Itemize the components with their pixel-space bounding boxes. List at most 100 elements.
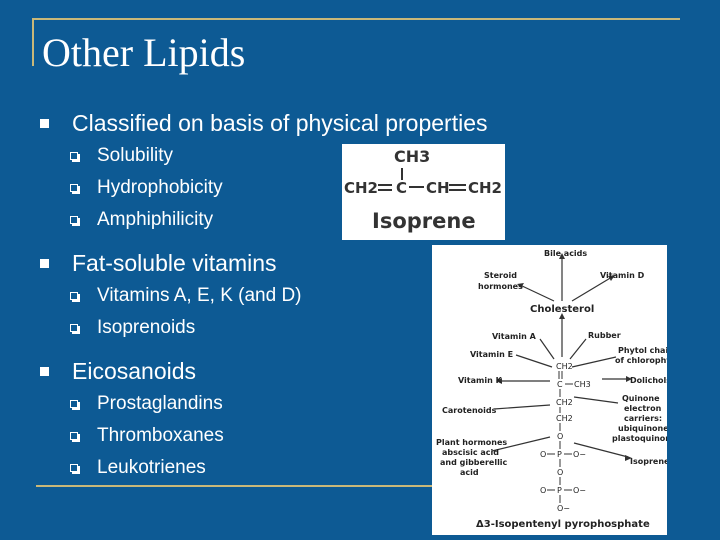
arrowhead-icon <box>559 253 565 259</box>
arrow-steroid-hormones <box>519 284 555 302</box>
chain-c: C <box>557 380 563 389</box>
sub-bullet-amphiphilicity: Amphiphilicity <box>40 204 600 236</box>
label-vitamin-e: Vitamin E <box>470 350 513 359</box>
sub-bullet-leukotrienes: Leukotrienes <box>40 452 600 484</box>
arrowhead-icon <box>559 313 565 319</box>
arrowhead-icon <box>608 275 615 281</box>
ch-label: CH <box>426 179 450 197</box>
arrow-isoprene <box>573 442 629 458</box>
isoprene-structure-svg: CH3 CH2 C CH CH2 Isoprene <box>344 147 502 233</box>
isoprenoid-pathway-diagram: Bile acids Steroid hormones Vitamin D Ch… <box>432 245 677 535</box>
chain-o-left-2: O <box>540 486 546 495</box>
chain-p-1: P <box>557 450 562 459</box>
label-vitamin-a: Vitamin A <box>492 332 537 341</box>
chain-o-minus-1: O− <box>573 450 586 459</box>
bullet-fat-soluble-vitamins: Fat-soluble vitamins <box>40 248 600 278</box>
box-bullet-icon <box>70 152 78 160</box>
sub-bullet-text: Solubility <box>97 145 174 166</box>
label-phytol-1: Phytol chain <box>618 346 667 355</box>
arrow-heads <box>496 253 632 461</box>
sub-bullet-solubility: Solubility <box>40 140 600 172</box>
bullet-list: Classified on basis of physical properti… <box>40 108 600 484</box>
arrow-carotenoids <box>493 404 551 410</box>
sub-bullet-text: Hydrophobicity <box>97 177 223 198</box>
sub-bullet-text: Prostaglandins <box>97 393 223 414</box>
arrow-quinone <box>573 396 619 404</box>
arrow-plant-hormones <box>491 436 551 452</box>
label-carotenoids: Carotenoids <box>442 406 497 415</box>
pathway-svg: Bile acids Steroid hormones Vitamin D Ch… <box>436 249 677 530</box>
arrow-vitamin-d <box>571 276 613 302</box>
sub-bullet-isoprenoids: Isoprenoids <box>40 312 600 344</box>
box-bullet-icon <box>70 464 78 472</box>
ch3-label: CH3 <box>394 147 430 166</box>
box-bullet-icon <box>70 432 78 440</box>
chain-p-2: P <box>557 486 562 495</box>
arrow-vitamin-e <box>515 354 553 368</box>
arrows <box>491 257 629 458</box>
bullet-text: Eicosanoids <box>72 358 197 384</box>
label-quinone-4: ubiquinone, <box>618 424 667 433</box>
arrow-vitamin-a <box>539 338 555 360</box>
label-quinone-2: electron <box>624 404 662 413</box>
sub-bullet-hydrophobicity: Hydrophobicity <box>40 172 600 204</box>
chain-ch2-top: CH2 <box>556 362 573 371</box>
box-bullet-icon <box>70 292 78 300</box>
sub-bullet-prostaglandins: Prostaglandins <box>40 388 600 420</box>
box-bullet-icon <box>70 216 78 224</box>
bullet-eicosanoids: Eicosanoids <box>40 356 600 386</box>
chain-o-minus-3: O− <box>557 504 570 513</box>
label-plant-hormones-4: acid <box>460 468 479 477</box>
label-rubber: Rubber <box>588 331 621 340</box>
square-bullet-icon <box>40 259 49 268</box>
frame-bottom-line <box>36 485 436 487</box>
label-quinone-5: plastoquinone <box>612 434 667 443</box>
slide-title: Other Lipids <box>42 30 246 75</box>
label-phytol-2: of chlorophyll <box>615 356 667 365</box>
label-plant-hormones-2: abscisic acid <box>442 448 499 457</box>
chain-ch2-low: CH2 <box>556 414 573 423</box>
bullet-text: Classified on basis of physical properti… <box>72 110 488 136</box>
chain-o-minus-2: O− <box>573 486 586 495</box>
sub-bullet-thromboxanes: Thromboxanes <box>40 420 600 452</box>
label-quinone-3: carriers: <box>624 414 662 423</box>
chain-ch2-mid: CH2 <box>556 398 573 407</box>
arrow-rubber <box>569 338 587 360</box>
ch2-left-label: CH2 <box>344 179 378 197</box>
ipp-chain: CH2 C CH3 CH2 CH2 O O P O− O O P O− <box>540 362 591 513</box>
box-bullet-icon <box>70 324 78 332</box>
label-ipp: Δ3-Isopentenyl pyrophosphate <box>476 519 650 530</box>
bullet-text: Fat-soluble vitamins <box>72 250 277 276</box>
label-vitamin-d: Vitamin D <box>600 271 645 280</box>
arrowhead-icon <box>626 376 632 382</box>
sub-bullet-text: Vitamins A, E, K (and D) <box>97 285 302 306</box>
label-vitamin-k: Vitamin K <box>458 376 503 385</box>
arrowhead-icon <box>496 378 502 384</box>
chain-o-1: O <box>557 432 563 441</box>
chain-ch3: CH3 <box>574 380 591 389</box>
ch2-right-label: CH2 <box>468 179 502 197</box>
box-bullet-icon <box>70 184 78 192</box>
label-plant-hormones-3: and gibberellic <box>440 458 508 467</box>
label-cholesterol: Cholesterol <box>530 304 594 315</box>
chain-o-2: O <box>557 468 563 477</box>
sub-bullet-text: Thromboxanes <box>97 425 224 446</box>
isoprene-structure-image: CH3 CH2 C CH CH2 Isoprene <box>342 144 505 240</box>
c-label: C <box>396 179 407 197</box>
frame-top-line <box>32 18 680 20</box>
label-isoprene: Isoprene <box>630 457 667 466</box>
square-bullet-icon <box>40 367 49 376</box>
box-bullet-icon <box>70 400 78 408</box>
label-dolichols: Dolichols <box>630 376 667 385</box>
label-plant-hormones-1: Plant hormones <box>436 438 507 447</box>
label-quinone-1: Quinone <box>622 394 660 403</box>
square-bullet-icon <box>40 119 49 128</box>
frame-left-line <box>32 18 34 66</box>
arrowhead-icon <box>517 283 524 288</box>
label-steroid-2: hormones <box>478 282 523 291</box>
label-steroid-1: Steroid <box>484 271 517 280</box>
sub-bullet-text: Isoprenoids <box>97 317 196 338</box>
arrow-phytol <box>571 356 617 368</box>
isoprene-name: Isoprene <box>372 209 476 233</box>
arrowhead-icon <box>625 455 632 461</box>
